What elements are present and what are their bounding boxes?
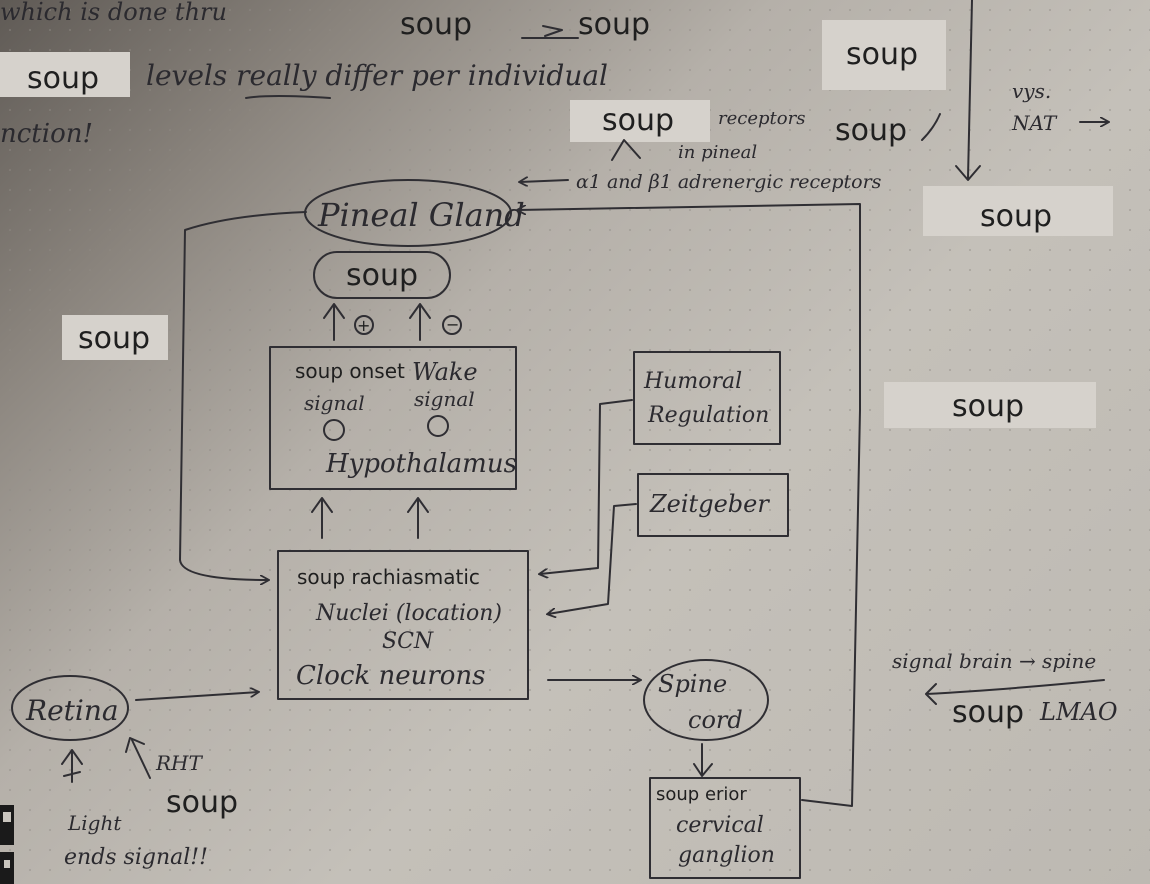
soup-onset-label: soup onset <box>295 359 405 383</box>
pineal-feedback-line <box>179 211 307 580</box>
retina-oval <box>11 675 129 741</box>
zeitgeber-box <box>637 473 789 537</box>
signal-brain-note: signal brain → spine <box>892 649 1096 673</box>
scn-label-4: Clock neurons <box>296 661 486 691</box>
up-arrow-scn-1 <box>311 497 333 539</box>
ganglion-up-line <box>801 409 861 807</box>
soup-label-right-mid: soup <box>952 389 1024 424</box>
retina-label: Retina <box>25 694 119 727</box>
adrenergic-note: α1 and β1 adrenergic receptors <box>576 171 882 193</box>
signal-label-2: signal <box>414 387 475 411</box>
up-arrow-minus <box>409 303 431 341</box>
spine-cord-oval <box>643 659 769 741</box>
check-mark <box>921 113 941 141</box>
vs-note: vys. <box>1012 79 1051 103</box>
soup-label-left-mid: soup <box>78 321 150 356</box>
vertical-down-arrowhead <box>955 165 981 181</box>
ganglion-label-2: cervical <box>676 813 764 838</box>
soup-patch-left <box>0 52 130 97</box>
nat-note: NAT <box>1011 111 1058 135</box>
really-underline <box>245 95 331 99</box>
lmao-label: LMAO <box>1039 698 1118 726</box>
light-label-1: Light <box>67 811 122 835</box>
receptors-note: receptors <box>718 108 805 129</box>
ganglion-label-3: ganglion <box>678 843 775 868</box>
rht-label: RHT <box>155 751 204 775</box>
top-fragment-text: which is done thru <box>0 0 227 26</box>
top-arrow <box>521 25 579 39</box>
retina-to-scn-arrow <box>135 692 258 701</box>
spine-label-2: cord <box>688 706 743 734</box>
humoral-label-2: Regulation <box>647 403 769 428</box>
scn-label-2: Nuclei (location) <box>315 601 502 626</box>
hypothalamus-plus-circle <box>323 419 345 441</box>
soup-patch-right-mid <box>884 382 1096 428</box>
rht-arrow <box>125 737 151 779</box>
signal-note-arrow <box>925 679 1105 705</box>
up-arrow-scn-2 <box>407 497 429 539</box>
light-arrow <box>61 749 83 783</box>
scn-box <box>277 550 529 700</box>
in-pineal-note: in pineal <box>678 142 757 163</box>
spine-label-1: Spine <box>658 670 727 698</box>
soup-label-mid-right: soup <box>835 113 907 148</box>
corner-code-icon <box>0 805 14 884</box>
zeitgeber-label: Zeitgeber <box>649 490 770 518</box>
hypothalamus-minus-circle <box>427 415 449 437</box>
soup-patch-top-right <box>822 20 946 90</box>
function-note: nction! <box>0 119 93 149</box>
vertical-down-line <box>967 0 973 179</box>
adrenergic-arrow <box>520 180 569 182</box>
soup-patch-left-mid <box>62 315 168 360</box>
soup-label-receptors: soup <box>602 103 674 138</box>
minus-circle <box>442 315 462 335</box>
ganglion-to-pineal-line <box>518 203 861 411</box>
hypothalamus-box <box>269 346 517 490</box>
light-label-2: ends signal!! <box>64 845 208 870</box>
soup-oval-label: soup <box>346 258 418 293</box>
soup-label-right-upper: soup <box>980 199 1052 234</box>
plus-sign: + <box>357 316 370 335</box>
hypothalamus-label: Hypothalamus <box>325 449 517 479</box>
plus-circle <box>354 315 374 335</box>
soup-label-bottom: soup <box>166 785 238 820</box>
minus-sign: − <box>446 315 459 334</box>
soup-patch-receptors <box>570 100 710 142</box>
scn-label-1: soup rachiasmatic <box>297 565 480 589</box>
soup-label-top-b: soup <box>578 7 650 42</box>
caret-mark <box>611 139 641 161</box>
soup-label-top-right: soup <box>846 37 918 72</box>
soup-oval <box>313 251 451 299</box>
soup-label-lmao: soup <box>952 695 1024 730</box>
pineal-gland-label: Pineal Gland <box>317 196 525 234</box>
levels-note: levels really differ per individual <box>146 59 608 92</box>
soup-label-top-a: soup <box>400 7 472 42</box>
signal-label-1: signal <box>304 391 365 415</box>
soup-label-left: soup <box>27 61 99 96</box>
humoral-box <box>633 351 781 445</box>
zeitgeber-to-scn-line <box>548 503 637 614</box>
up-arrow-plus <box>323 303 345 341</box>
scn-label-3: SCN <box>382 629 434 654</box>
wake-label: Wake <box>412 358 478 386</box>
spine-to-ganglion-arrow <box>693 743 713 777</box>
humoral-to-scn-line <box>540 399 633 574</box>
ganglion-label-1: soup erior <box>656 784 747 805</box>
humoral-label-1: Humoral <box>643 369 742 394</box>
soup-patch-right-upper <box>923 186 1113 236</box>
ganglion-box <box>649 777 801 879</box>
